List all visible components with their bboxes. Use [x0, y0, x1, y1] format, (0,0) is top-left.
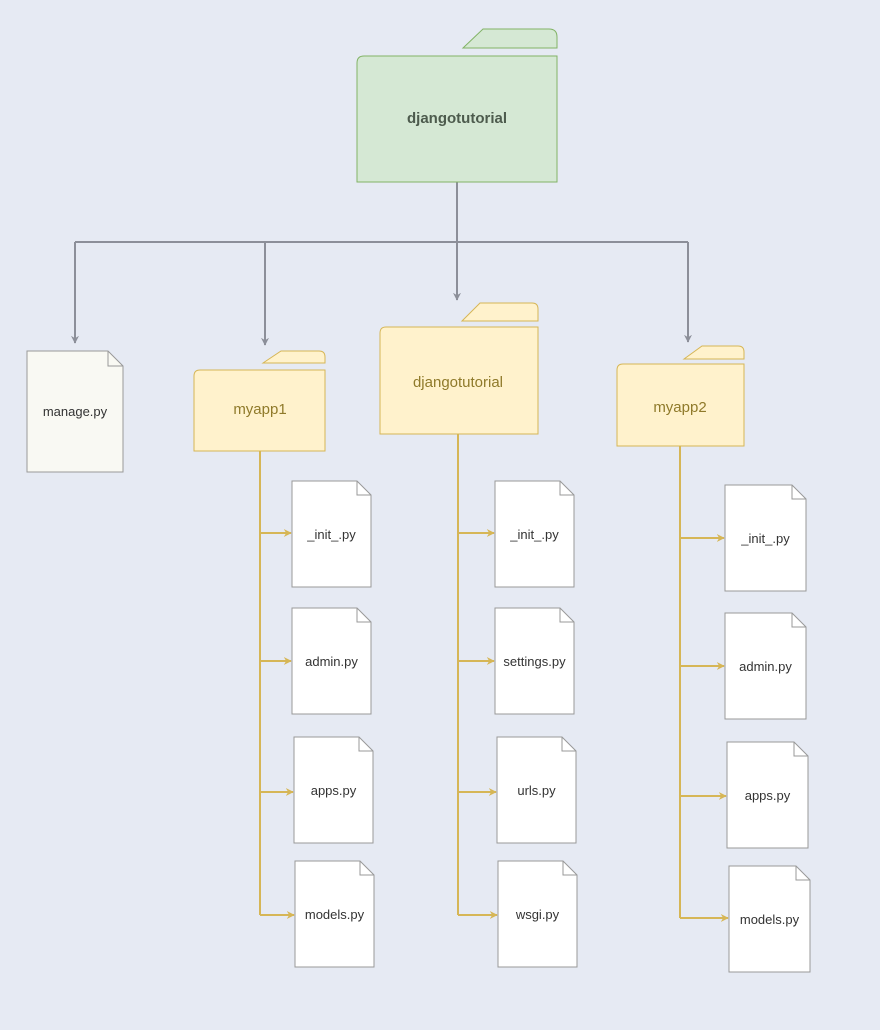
file-body	[293, 736, 374, 844]
manage-file-body	[26, 350, 124, 473]
manage-file-fold	[107, 351, 123, 367]
package-folder-tab	[261, 350, 326, 364]
file-fold	[562, 861, 577, 876]
file-fold	[791, 485, 806, 500]
file-node[interactable]: _init_.py	[291, 480, 372, 588]
file-fold	[559, 608, 574, 623]
package-folder-label: djangotutorial	[413, 374, 503, 391]
file-body	[726, 741, 809, 849]
file-node[interactable]: _init_.py	[494, 480, 575, 588]
file-node[interactable]: models.py	[294, 860, 375, 968]
root-connectors	[71, 182, 692, 346]
manage-file-label: manage.py	[43, 404, 108, 419]
file-body	[728, 865, 811, 973]
file-label: models.py	[740, 912, 800, 927]
root-folder-tab	[461, 28, 558, 49]
file-body	[496, 736, 577, 844]
package-folder-label: myapp2	[653, 399, 706, 416]
root-folder[interactable]: djangotutorial	[356, 28, 558, 183]
file-label: _init_.py	[509, 527, 559, 542]
file-label: apps.py	[745, 788, 791, 803]
file-node[interactable]: admin.py	[724, 612, 807, 720]
file-body	[724, 612, 807, 720]
file-fold	[359, 861, 374, 876]
file-label: _init_.py	[740, 531, 790, 546]
package-branch-connectors	[457, 434, 498, 919]
file-label: wsgi.py	[515, 907, 560, 922]
file-node[interactable]: wsgi.py	[497, 860, 578, 968]
package-folder-1[interactable]: djangotutorial	[379, 302, 539, 435]
file-body	[294, 860, 375, 968]
file-body	[291, 480, 372, 588]
package-branch-connectors	[679, 446, 729, 922]
package-folder-2[interactable]: myapp2	[616, 345, 745, 447]
file-node[interactable]: admin.py	[291, 607, 372, 715]
file-fold	[795, 866, 810, 881]
file-node[interactable]: apps.py	[726, 741, 809, 849]
file-body	[497, 860, 578, 968]
file-label: settings.py	[503, 654, 566, 669]
package-folder-body	[379, 326, 539, 435]
file-body	[724, 484, 807, 592]
file-label: models.py	[305, 907, 365, 922]
package-folder-tab	[682, 345, 745, 360]
file-label: _init_.py	[306, 527, 356, 542]
file-node[interactable]: models.py	[728, 865, 811, 973]
file-fold	[561, 737, 576, 752]
file-body	[494, 480, 575, 588]
file-body	[291, 607, 372, 715]
file-fold	[358, 737, 373, 752]
file-label: urls.py	[517, 783, 556, 798]
file-fold	[791, 613, 806, 628]
package-folder-body	[616, 363, 745, 447]
package-folder-tab	[460, 302, 539, 322]
file-body	[494, 607, 575, 715]
packages-layer: myapp1 _init_.py admin.py apps.py models.py d…	[193, 302, 811, 973]
file-node[interactable]: _init_.py	[724, 484, 807, 592]
root-folder-label: djangotutorial	[407, 110, 507, 127]
package-folder-0[interactable]: myapp1	[193, 350, 326, 452]
file-fold	[793, 742, 808, 757]
file-node[interactable]: urls.py	[496, 736, 577, 844]
package-folder-body	[193, 369, 326, 452]
file-node[interactable]: apps.py	[293, 736, 374, 844]
package-folder-label: myapp1	[233, 401, 286, 418]
file-fold	[356, 481, 371, 496]
root-folder-body	[356, 55, 558, 183]
manage-file[interactable]: manage.py	[26, 350, 124, 473]
package-branch-connectors	[259, 451, 295, 919]
file-fold	[559, 481, 574, 496]
file-label: admin.py	[305, 654, 358, 669]
file-node[interactable]: settings.py	[494, 607, 575, 715]
file-label: apps.py	[311, 783, 357, 798]
file-fold	[356, 608, 371, 623]
file-label: admin.py	[739, 659, 792, 674]
